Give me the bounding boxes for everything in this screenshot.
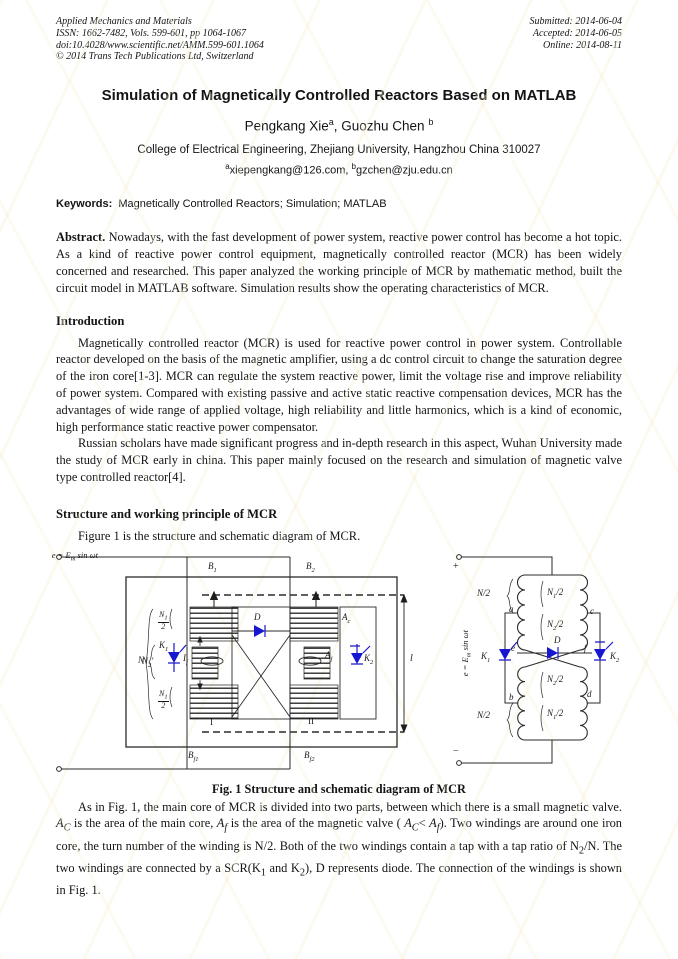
feed-wires <box>461 556 553 763</box>
introduction-paragraph-1: Magnetically controlled reactor (MCR) is… <box>56 335 622 434</box>
keywords-label: Keywords: <box>56 198 113 211</box>
label-node-d: d <box>587 688 592 699</box>
abstract-paragraph: Abstract. Nowadays, with the fast develo… <box>56 229 622 296</box>
coil-bottom-right <box>579 665 588 741</box>
authors-line: Pengkang Xiea, Guozhu Chen b <box>244 117 434 134</box>
label-k1: K1 <box>159 639 169 653</box>
label-af: Af <box>325 649 333 663</box>
label-k1: K1 <box>481 650 491 664</box>
figure-caption: Fig. 1 Structure and schematic diagram o… <box>212 781 466 796</box>
label-k2: K2 <box>364 652 374 666</box>
label-bf2: Bf2 <box>304 749 315 763</box>
keywords-line: Keywords: Magnetically Controlled Reacto… <box>56 198 622 210</box>
figure-intro-line: Figure 1 is the structure and schematic … <box>78 528 361 543</box>
thyristor-k2-symbol <box>594 640 614 661</box>
label-roman-one: I <box>210 716 213 727</box>
label-node-b: b <box>509 691 514 702</box>
section-heading-structure: Structure and working principle of MCR <box>56 506 278 521</box>
label-b1: B1 <box>208 560 217 574</box>
valve-cross <box>231 634 291 717</box>
accepted-date: Accepted: 2014-06-05 <box>532 27 622 39</box>
structure-paragraph: As in Fig. 1, the main core of MCR is di… <box>56 799 622 898</box>
abstract-label: Abstract. <box>56 230 106 245</box>
label-diode-d: D <box>554 634 561 645</box>
label-n-half-bottom: N/2 <box>477 709 491 720</box>
label-node-e: e <box>511 642 515 653</box>
journal-copyright: © 2014 Trans Tech Publications Ltd, Swit… <box>56 51 254 63</box>
label-n1-half-bottom: N1/2 <box>547 707 564 721</box>
valve-box <box>231 606 291 719</box>
thyristor-k1-symbol <box>168 642 187 672</box>
paper-title: Simulation of Magnetically Controlled Re… <box>101 87 577 105</box>
section-heading-introduction: Introduction <box>56 313 125 328</box>
label-length-l: l <box>410 652 413 664</box>
label-plus: + <box>453 560 459 572</box>
journal-info: Applied Mechanics and Materials ISSN: 16… <box>56 16 264 63</box>
submitted-date: Submitted: 2014-06-04 <box>529 16 623 27</box>
schematic-diagram-canvas <box>456 553 614 766</box>
terminal-bottom <box>56 765 62 772</box>
label-node-a: a <box>509 603 514 614</box>
label-d: D <box>254 611 261 622</box>
terminal-minus <box>456 759 462 766</box>
label-b2: B2 <box>306 560 315 574</box>
mcr-schematic-diagram: + − e = Em sin ωt N/2 a N1/2 N2/2 D e f … <box>447 551 652 779</box>
structure-diagram-canvas <box>56 553 408 772</box>
label-minus: − <box>453 745 459 757</box>
label-n2-prime: N2′ <box>142 655 154 669</box>
introduction-paragraph-2: Russian scholars have made significant p… <box>56 436 622 484</box>
label-source-voltage-rotated: e = Em sin ωt <box>459 629 473 676</box>
journal-header: Applied Mechanics and Materials ISSN: 16… <box>56 0 622 63</box>
emails-line: axiepengkang@126.com, bgzchen@zju.edu.cn <box>225 161 453 177</box>
label-k2: K2 <box>610 650 620 664</box>
coil-top-right <box>579 573 588 651</box>
thyristor-k2-symbol <box>350 643 371 665</box>
label-n2-half-top: N2/2 <box>547 618 564 632</box>
flux-path-dashed <box>202 593 404 733</box>
supply-wires <box>61 556 291 769</box>
label-n: N <box>138 654 145 665</box>
label-source-voltage: e = Em sin ωt <box>51 549 98 563</box>
thyristor-k1-symbol <box>499 641 518 661</box>
label-node-f: f <box>584 642 587 653</box>
core-outline <box>125 575 398 748</box>
journal-issn: ISSN: 1662-7482, Vols. 599-601, pp 1064-… <box>56 27 246 39</box>
terminal-plus <box>456 553 462 560</box>
keywords-text: Magnetically Controlled Reactors; Simula… <box>118 198 387 211</box>
submission-dates: Submitted: 2014-06-04 Accepted: 2014-06-… <box>530 16 623 63</box>
braces <box>506 578 544 737</box>
label-node-c: c <box>590 605 594 616</box>
journal-name: Applied Mechanics and Materials <box>56 16 192 27</box>
coil-bottom-left <box>517 665 526 741</box>
abstract-text: Nowadays, with the fast development of p… <box>56 230 622 295</box>
label-roman-two: II <box>308 715 314 726</box>
braces <box>145 608 173 719</box>
coil-top-left <box>517 573 526 651</box>
right-limb <box>339 606 377 719</box>
label-n2-half-bottom: N2/2 <box>547 673 564 687</box>
winding-blocks <box>189 606 339 719</box>
affiliation-line: College of Electrical Engineering, Zheji… <box>137 143 541 156</box>
label-n1-half-top: N1/2 <box>547 586 564 600</box>
journal-doi: doi:10.4028/www.scientific.net/AMM.599-6… <box>56 39 264 51</box>
diode-d-symbol <box>254 624 266 637</box>
label-n-half-top: N/2 <box>477 587 491 598</box>
label-ac: Ac <box>342 611 351 625</box>
flux-arrows <box>197 590 321 690</box>
online-date: Online: 2014-08-11 <box>543 39 622 51</box>
label-if: If <box>183 652 188 666</box>
diode-d-symbol <box>547 646 559 659</box>
length-dimension <box>400 593 408 733</box>
label-bf1: Bf1 <box>188 749 199 763</box>
